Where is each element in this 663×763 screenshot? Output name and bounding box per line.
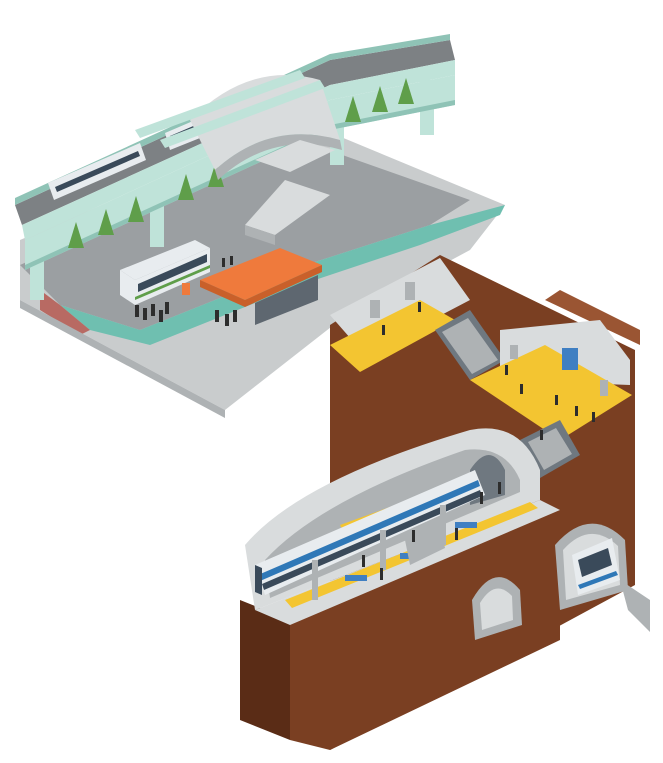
escalator-steps: [442, 318, 498, 374]
viaduct-stairs: [245, 140, 335, 245]
bus-shelter: [200, 248, 322, 325]
shelter-canopy: [200, 248, 322, 300]
person: [143, 308, 147, 320]
tree: [178, 174, 194, 200]
stair-flight-side: [245, 225, 275, 245]
person: [480, 492, 483, 504]
concourse-floor: [470, 345, 632, 440]
wall-poster: [405, 282, 415, 300]
person: [498, 482, 501, 494]
bus-stop-area: [120, 240, 322, 326]
concourse-pedestrians: [382, 302, 595, 440]
person: [165, 302, 169, 314]
stair-flight: [255, 140, 335, 172]
bus-side: [120, 270, 135, 305]
person: [233, 310, 237, 322]
tunnel-train: [572, 538, 620, 595]
person: [362, 555, 365, 567]
train-windshield: [578, 548, 612, 577]
person: [159, 310, 163, 322]
elevated-train-left: [48, 143, 146, 200]
roof-vault-shade: [215, 134, 342, 180]
tree: [372, 86, 388, 112]
bus-stripe: [135, 265, 210, 300]
tree: [398, 78, 414, 104]
platform-level: [245, 428, 560, 625]
tunnel-portal-inner: [480, 588, 513, 630]
wall-poster: [510, 345, 518, 359]
person: [380, 568, 383, 580]
person: [222, 258, 225, 267]
person: [555, 395, 558, 405]
bus-roof: [120, 240, 210, 280]
person: [520, 384, 523, 394]
red-bike-lane: [40, 290, 90, 335]
person: [418, 302, 421, 312]
tree-row: [68, 78, 414, 248]
tree: [345, 96, 361, 122]
bench: [345, 575, 367, 581]
viaduct-deck-top: [15, 40, 455, 225]
person: [225, 314, 229, 326]
person: [455, 528, 458, 540]
person: [592, 412, 595, 422]
shelter-canopy-edge: [245, 265, 322, 307]
platform-furniture: [312, 505, 477, 600]
pedestrian-group: [135, 256, 237, 326]
person: [412, 530, 415, 542]
train-windows: [55, 151, 140, 192]
platform-pillar: [440, 505, 446, 545]
tree: [128, 196, 144, 222]
person: [215, 310, 219, 322]
train-stripe: [258, 480, 480, 581]
earth-edge-light: [545, 290, 640, 345]
stair-enclosure: [405, 525, 445, 565]
platform-pillar: [380, 530, 386, 570]
ticket-machine: [600, 380, 608, 396]
train-front: [255, 565, 262, 595]
tree: [98, 209, 114, 235]
info-panel: [562, 348, 578, 370]
bus-stop-sign: [182, 283, 190, 295]
person: [382, 325, 385, 335]
person: [135, 305, 139, 317]
bus: [120, 240, 210, 305]
platform-pedestrians: [362, 482, 501, 580]
station-roof: [135, 70, 342, 180]
wall-poster: [370, 300, 380, 318]
passage-floor: [330, 300, 455, 372]
tree: [208, 161, 224, 187]
earth-left-face: [240, 600, 290, 740]
roof-truss: [135, 70, 305, 138]
ground-front-edge: [20, 300, 225, 418]
platform-pillar: [312, 560, 318, 600]
person: [151, 304, 155, 316]
train-stripe: [578, 571, 618, 589]
viaduct-deck-side: [22, 60, 455, 240]
escalator-steps: [528, 428, 572, 470]
shelter-glass: [255, 275, 318, 325]
shelter-canopy-edge: [200, 280, 245, 307]
platform-floor: [255, 500, 560, 625]
stair-flight: [245, 180, 330, 235]
person: [540, 430, 543, 440]
person: [575, 406, 578, 416]
earth-front-face: [290, 510, 560, 750]
tunnel-portals: [472, 523, 650, 640]
person: [230, 256, 233, 265]
person: [505, 365, 508, 375]
bus-windows: [138, 254, 207, 292]
roof-truss: [160, 80, 325, 148]
track-bed: [620, 580, 650, 632]
tree: [68, 222, 84, 248]
concourse-level: [330, 258, 632, 478]
bench: [455, 522, 477, 528]
elevated-viaduct: [15, 34, 455, 300]
